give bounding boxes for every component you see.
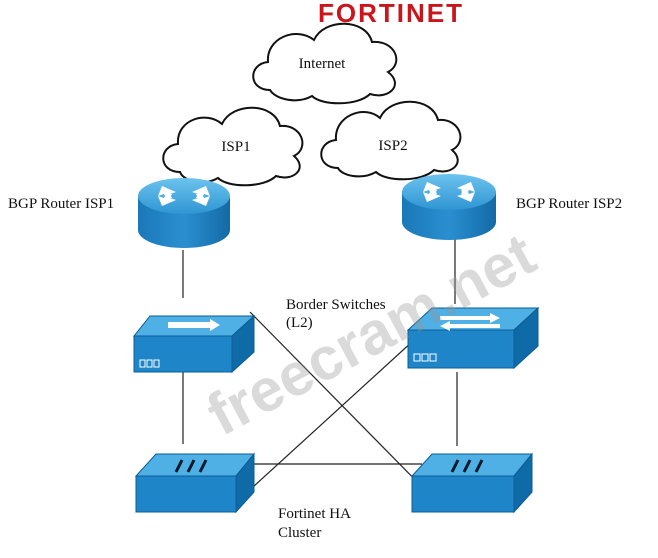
fortigate-fw2	[410, 452, 534, 514]
cloud-shape	[252, 22, 398, 105]
ha-cluster-label-line2: Cluster	[278, 525, 321, 541]
firewall-top	[134, 453, 256, 477]
cloud-label-isp2: ISP2	[378, 138, 407, 154]
router-top	[138, 178, 230, 214]
firewall-side	[513, 452, 533, 514]
switch-side	[231, 314, 255, 374]
port-icons	[413, 353, 437, 362]
border-switches-label-line1: Border Switches	[286, 297, 386, 313]
cloud-internet: Internet	[252, 22, 398, 105]
firewall-front	[411, 475, 515, 513]
switch-side	[513, 306, 539, 370]
router-top	[402, 174, 496, 210]
cloud-isp1: ISP1	[162, 106, 304, 187]
router-arrows-icon	[423, 182, 475, 202]
links	[182, 238, 458, 509]
border-switch-2	[406, 306, 540, 370]
router-isp1: BGP Router ISP1	[8, 178, 230, 248]
firewall-front	[135, 475, 237, 513]
cloud-label-isp1: ISP1	[221, 139, 250, 155]
router-isp2: BGP Router ISP2	[402, 174, 622, 240]
router-arrows-icon	[158, 186, 210, 206]
firewall-slash-icon	[174, 459, 208, 473]
border-switches-label-line2: (L2)	[286, 315, 313, 331]
switch-arrows-icon	[168, 319, 220, 331]
ha-cluster-label-line1: Fortinet HA	[278, 506, 351, 522]
firewall-side	[235, 452, 255, 514]
link-switch2-fw1	[229, 329, 426, 509]
router-isp2-label: BGP Router ISP2	[516, 196, 622, 212]
router-isp1-label: BGP Router ISP1	[8, 196, 114, 212]
cloud-shape	[320, 100, 462, 181]
fortigate-fw1	[134, 452, 256, 514]
firewall-top	[410, 453, 534, 477]
cloud-isp2: ISP2	[320, 100, 462, 181]
firewall-slash-icon	[450, 459, 484, 473]
switch-arrows-icon	[440, 313, 500, 331]
cloud-label-internet: Internet	[299, 56, 346, 72]
border-switch-1	[132, 314, 256, 374]
cloud-shape	[162, 106, 304, 187]
port-icons	[139, 359, 160, 368]
